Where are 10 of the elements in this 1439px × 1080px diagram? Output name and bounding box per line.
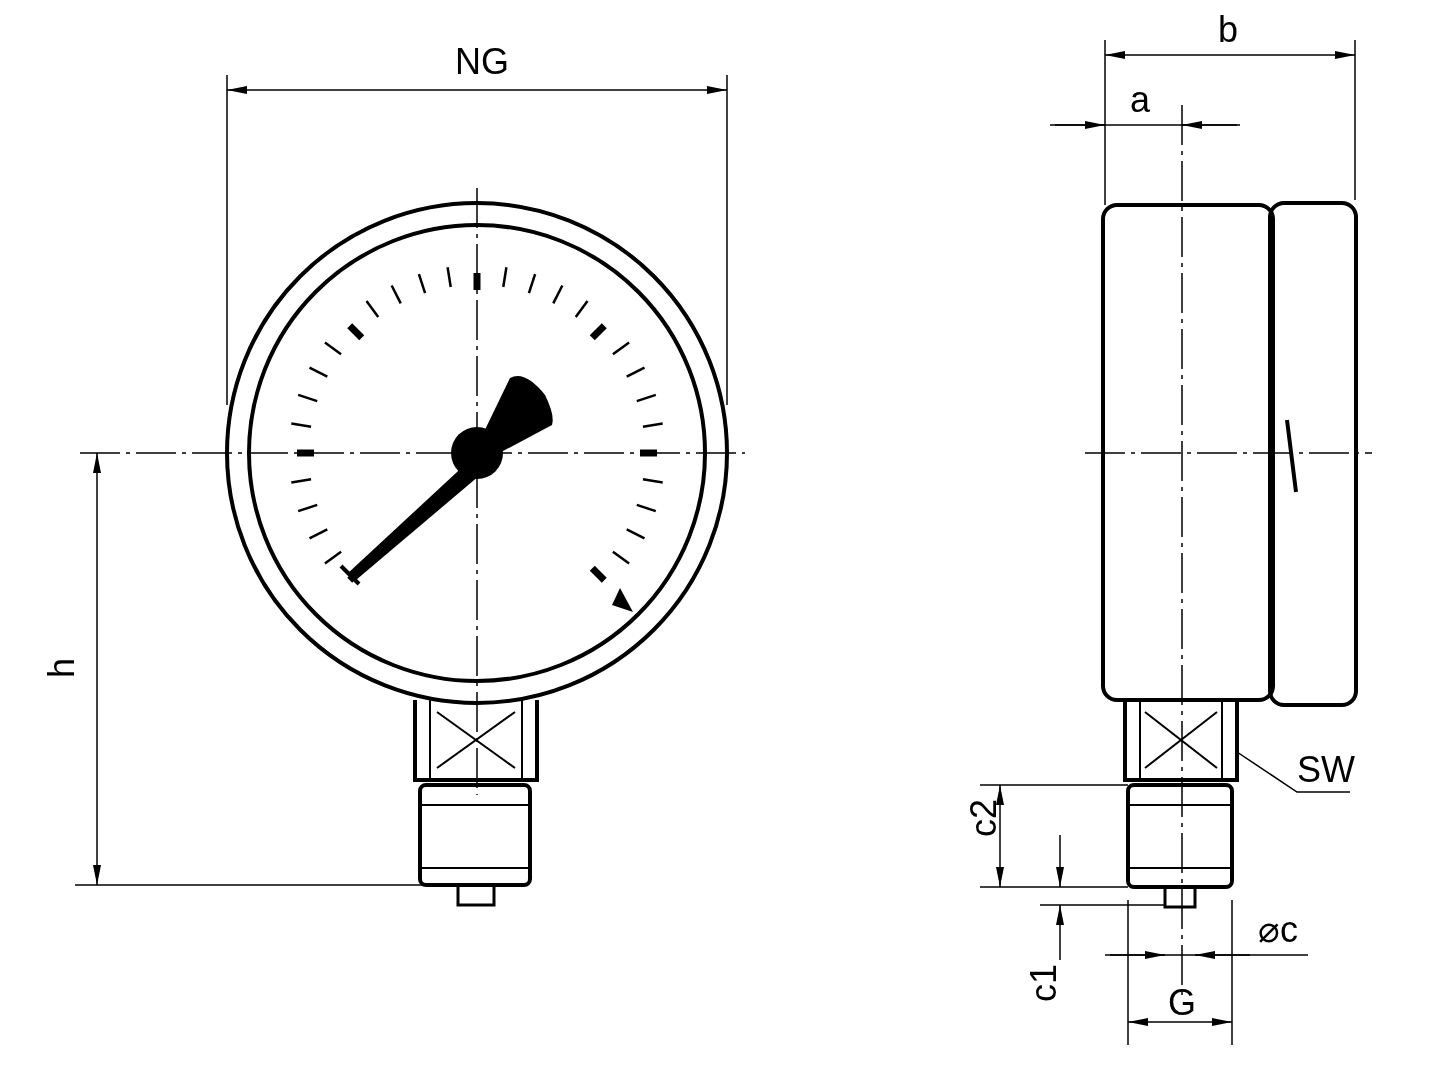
- dimension-label: b: [1218, 12, 1239, 48]
- dimension-label: NG: [455, 44, 509, 80]
- part-label: SW: [1297, 752, 1355, 788]
- dimension-label: a: [1130, 82, 1151, 118]
- dimension-label: h: [44, 658, 80, 678]
- leader-line: [1236, 751, 1351, 793]
- dimension-label: c1: [1026, 964, 1062, 1002]
- dimension-label: ⌀c: [1258, 912, 1298, 948]
- dimension-label: c2: [966, 799, 1002, 837]
- dimension-label: G: [1168, 985, 1196, 1021]
